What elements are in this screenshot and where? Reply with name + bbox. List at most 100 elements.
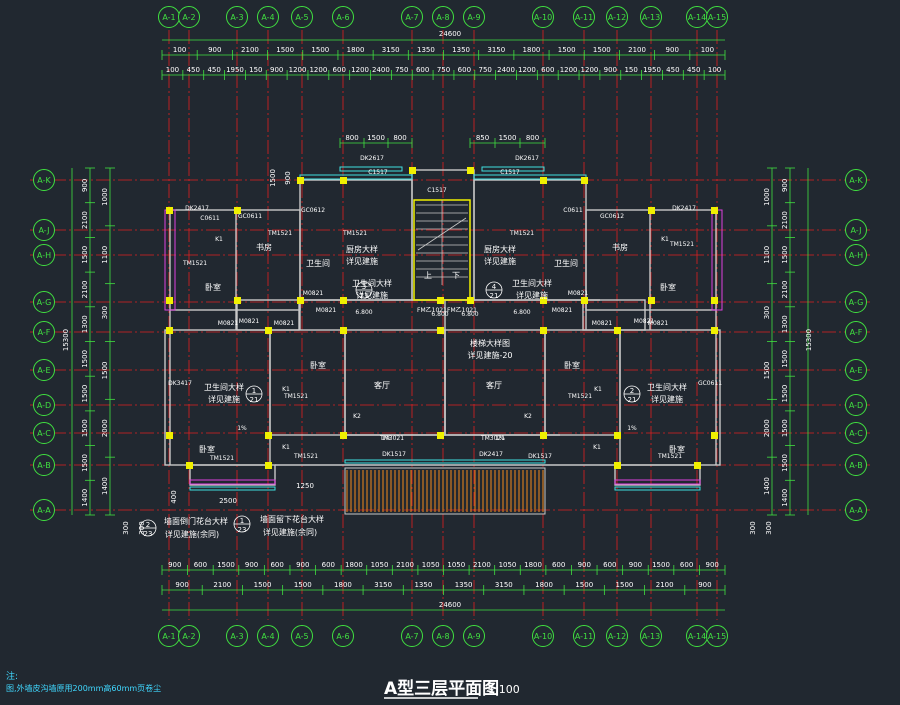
axis-bubble-bottom: A-9 [467, 632, 480, 641]
dim-top-row2-text: 600 [541, 66, 554, 74]
window-tag: TM1521 [669, 241, 694, 248]
dim-bottom-row1-text: 1050 [447, 561, 465, 569]
window-tag: TM1521 [657, 453, 682, 460]
column [711, 327, 718, 334]
dim-left-total: 15300 [62, 329, 70, 351]
plan-label: 6.800 [461, 311, 478, 318]
window-tag: TM1521 [509, 230, 534, 237]
dim-right-outer-text: 2100 [781, 211, 789, 229]
plan-label: 1% [237, 425, 247, 432]
callout-text: 详见建施-20 [467, 350, 512, 360]
column [614, 462, 621, 469]
dim-top-row1-text: 2100 [241, 46, 259, 54]
axis-bubble-bottom: A-11 [575, 632, 593, 641]
room-label: 客厅 [486, 380, 502, 390]
axis-bubble-top-circle [291, 6, 313, 28]
dim-left-inner-text: 1400 [101, 477, 109, 495]
axis-bubble-bottom-circle [401, 625, 423, 647]
drawing-scale: 1:100 [488, 683, 520, 696]
balcony-grille [344, 467, 546, 515]
axis-bubble-right: A-H [849, 251, 863, 260]
axis-bubble-top: A-15 [708, 13, 726, 22]
dim-bottom-row2-text: 1800 [334, 581, 352, 589]
dim-misc: 300 [122, 521, 130, 534]
dim-bottom-row1-text: 1800 [524, 561, 542, 569]
axis-bubble-right-circle [845, 499, 867, 521]
axis-bubble-left: A-A [37, 506, 51, 515]
dim-right-inner-text: 1100 [763, 246, 771, 264]
window-tag: DK2617 [515, 155, 539, 162]
dim-bottom-row2-text: 3150 [495, 581, 513, 589]
callout-text: 卫生间大样 [204, 382, 244, 392]
axis-bubble-bottom: A-3 [230, 632, 243, 641]
dim-top-row1-text: 1500 [311, 46, 329, 54]
axis-bubble-top: A-7 [405, 13, 418, 22]
column [340, 327, 347, 334]
callout-text: 详见建施 [208, 394, 240, 404]
dim-stair-right-text: 1500 [499, 134, 517, 142]
room-label: 书房 [256, 242, 272, 252]
axis-bubble-bottom-circle [291, 625, 313, 647]
stair-up-label: 上 [424, 271, 432, 280]
window-tag: C0611 [563, 207, 583, 214]
door-tag: M0821 [634, 318, 655, 325]
dim-left-inner-text: 1100 [101, 246, 109, 264]
dim-top-row2-text: 750 [395, 66, 408, 74]
dim-bottom-row1-text: 900 [706, 561, 719, 569]
column [437, 432, 444, 439]
axis-bubble-top-circle [257, 6, 279, 28]
callout-text: 详见建施 [356, 290, 388, 300]
dim-bottom-row1-text: 1050 [499, 561, 517, 569]
callout-balcony-right-number: 1 [240, 517, 244, 525]
note-text: 图,外墙皮沟墙原用200mm高60mm页卷尘 [6, 683, 161, 693]
plan-label: K1 [282, 444, 290, 451]
axis-bubble-left-circle [33, 321, 55, 343]
axis-bubble-top-circle [178, 6, 200, 28]
window-tag: C1517 [500, 169, 520, 176]
axis-bubble-top-circle [226, 6, 248, 28]
dim-left-inner-text: 1500 [101, 362, 109, 380]
axis-bubble-left-circle [33, 359, 55, 381]
door-tag: M0821 [303, 290, 324, 297]
door-tag: C0611 [200, 215, 220, 222]
dim-left-outer-text: 2100 [81, 281, 89, 299]
column [540, 432, 547, 439]
dim-bottom-row1-text: 1050 [422, 561, 440, 569]
axis-bubble-right-circle [845, 169, 867, 191]
plan-label: 6.800 [355, 309, 372, 316]
room-label: 卧室 [660, 282, 676, 292]
callout-left-bath-number: 1 [252, 387, 256, 395]
axis-bubble-bottom-circle [640, 625, 662, 647]
axis-bubble-bottom-circle [706, 625, 728, 647]
axis-bubble-top: A-5 [295, 13, 308, 22]
callout-text: 楼梯大样图 [470, 338, 510, 348]
axis-bubble-bottom: A-13 [642, 632, 660, 641]
dim-bottom-row1-text: 900 [245, 561, 258, 569]
dim-bottom-row2-text: 1800 [535, 581, 553, 589]
axis-bubble-left: A-H [37, 251, 51, 260]
axis-bubble-top-circle [606, 6, 628, 28]
balcony-frame [344, 467, 546, 515]
dim-stair-right-text: 850 [476, 134, 489, 142]
axis-bubble-top-circle [401, 6, 423, 28]
room-label: 卧室 [205, 282, 221, 292]
window-strip [339, 166, 403, 172]
callout-text: 卫生间大样 [647, 382, 687, 392]
door-tag: M0821 [552, 307, 573, 314]
axis-bubbles: A-1A-1A-2A-2A-3A-3A-4A-4A-5A-5A-6A-6A-7A… [33, 6, 867, 647]
column [711, 432, 718, 439]
callout-text: 详见建施 [516, 290, 548, 300]
axis-bubble-right: A-E [849, 366, 862, 375]
dim-left-inner-text: 300 [101, 306, 109, 319]
callout-left-bath-sheet: 21 [250, 396, 259, 404]
callout-text: 卫生间大样 [512, 278, 552, 288]
axis-bubble-right-circle [845, 454, 867, 476]
dim-top-row2-text: 1200 [560, 66, 578, 74]
dim-bottom-row1-text: 1800 [345, 561, 363, 569]
drawing-title: A型三层平面图 [384, 678, 499, 699]
plan-label: 6.800 [513, 309, 530, 316]
dim-top-row2-text: 1200 [518, 66, 536, 74]
callout-balcony-left-sheet: 23 [144, 530, 153, 538]
window-tag: DK2617 [360, 155, 384, 162]
dim-left-inner-text: 2000 [101, 419, 109, 437]
